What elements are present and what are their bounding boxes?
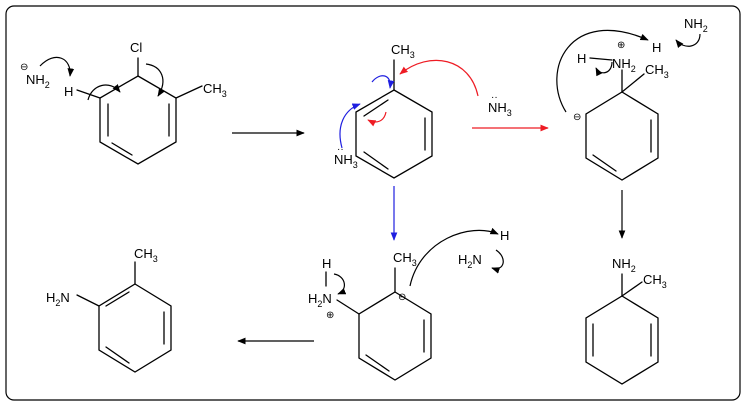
label-h2n-2: H2N bbox=[458, 252, 482, 270]
label-ch3-1: CH3 bbox=[203, 81, 227, 99]
molecule-benzyne bbox=[355, 59, 433, 179]
curved-arrow-nh-bond bbox=[595, 61, 613, 77]
label-h-1: H bbox=[64, 84, 73, 99]
label-nh2-1: NH2 bbox=[26, 72, 50, 90]
curved-arrow-anion-deprotonation bbox=[556, 29, 649, 113]
label-nh2-4: NH2 bbox=[612, 256, 636, 274]
label-nh2-2: NH2 bbox=[612, 56, 636, 74]
label-ch3-3: CH3 bbox=[645, 62, 669, 80]
charge-plus-1: ⊕ bbox=[617, 40, 625, 51]
label-ch3-2: CH3 bbox=[391, 42, 415, 60]
label-nh2-3: NH2 bbox=[684, 16, 708, 34]
curved-arrow-ch-bond bbox=[87, 84, 121, 101]
blue-arrow-pi-bond bbox=[371, 75, 395, 89]
lone-pair-nh3-1: ·· bbox=[337, 144, 344, 155]
label-ch3-6: CH3 bbox=[134, 246, 158, 264]
curved-arrow-carbanion-to-h bbox=[409, 227, 499, 287]
charge-minus-1: ⊖ bbox=[20, 62, 28, 73]
red-arrow-pi-bond bbox=[367, 111, 387, 127]
charge-plus-2: ⊕ bbox=[326, 310, 334, 321]
molecule-product-left bbox=[76, 261, 172, 373]
lone-pair-nh3-2: ·· bbox=[491, 92, 498, 103]
molecule-product-right bbox=[585, 273, 659, 385]
label-h-4: H bbox=[322, 256, 331, 271]
label-ch3-5: CH3 bbox=[393, 250, 417, 268]
molecule-chlorotoluene bbox=[76, 57, 203, 165]
curved-arrow-nh2-h bbox=[675, 33, 701, 49]
label-ch3-4: CH3 bbox=[643, 272, 667, 290]
label-nh3-2: NH3 bbox=[488, 100, 512, 118]
blue-arrow-nh3-attack bbox=[339, 103, 361, 149]
label-h-5: H bbox=[500, 228, 509, 243]
curved-arrow-nh-bond-2 bbox=[491, 249, 504, 274]
label-h-3: H bbox=[652, 40, 661, 55]
charge-minus-2: ⊖ bbox=[573, 112, 581, 123]
curved-arrow-c-cl bbox=[145, 63, 165, 97]
label-nh3-1: NH3 bbox=[334, 152, 358, 170]
label-h2n-1: H2N bbox=[308, 291, 332, 309]
molecule-anion-red bbox=[585, 57, 659, 181]
charge-minus-3: ⊖ bbox=[398, 292, 406, 303]
label-h2n-3: H2N bbox=[46, 290, 70, 308]
diagram-frame bbox=[5, 5, 741, 401]
curved-arrow-nh-bond-3 bbox=[333, 273, 347, 295]
curved-arrow-amide-to-h bbox=[39, 56, 75, 77]
molecule-anion-blue bbox=[325, 267, 432, 381]
red-arrow-nh3-attack bbox=[399, 59, 479, 97]
label-cl: Cl bbox=[130, 40, 142, 55]
label-h-2: H bbox=[577, 51, 586, 66]
